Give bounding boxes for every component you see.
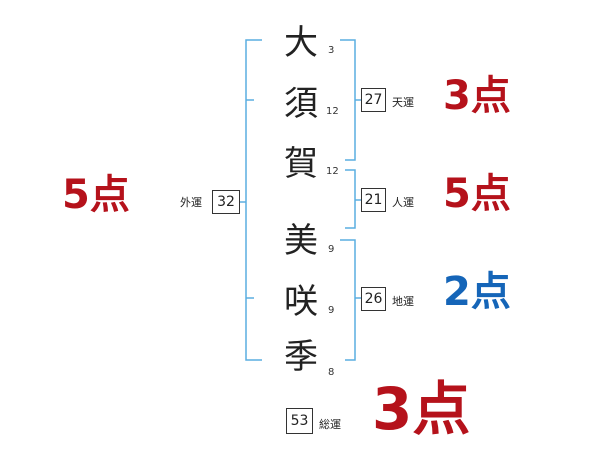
stroke-count-1: 3 — [328, 45, 335, 56]
jinkaku-label: 人運 — [392, 196, 414, 209]
name-char-1: 大 — [284, 23, 318, 63]
gaikaku-score: 5点 — [62, 172, 130, 218]
soukaku-label: 総運 — [319, 418, 341, 431]
stroke-count-4: 9 — [328, 244, 335, 255]
soukaku-value-box: 53 — [286, 408, 313, 434]
tenkaku-value-box: 27 — [361, 88, 386, 112]
gaikaku-value-box: 32 — [212, 190, 240, 214]
jinkaku-bracket — [345, 169, 356, 229]
stroke-count-2: 12 — [326, 106, 339, 117]
name-char-3: 賀 — [284, 144, 318, 184]
chikaku-bracket — [340, 239, 356, 361]
outer-bracket — [245, 39, 262, 361]
stroke-count-6: 8 — [328, 367, 335, 378]
name-char-6: 季 — [284, 337, 318, 377]
stroke-count-3: 12 — [326, 166, 339, 177]
name-char-5: 咲 — [284, 282, 318, 322]
tenkaku-bracket — [340, 39, 356, 161]
stroke-count-5: 9 — [328, 305, 335, 316]
soukaku-score: 3点 — [372, 375, 471, 443]
gaikaku-label: 外運 — [180, 196, 202, 209]
chikaku-score: 2点 — [443, 269, 511, 315]
tenkaku-score: 3点 — [443, 73, 511, 119]
chikaku-value-box: 26 — [361, 287, 386, 311]
jinkaku-value-box: 21 — [361, 188, 386, 212]
jinkaku-score: 5点 — [443, 171, 511, 217]
name-char-2: 須 — [284, 84, 318, 124]
chikaku-label: 地運 — [392, 295, 414, 308]
tenkaku-label: 天運 — [392, 96, 414, 109]
name-char-4: 美 — [284, 221, 318, 261]
